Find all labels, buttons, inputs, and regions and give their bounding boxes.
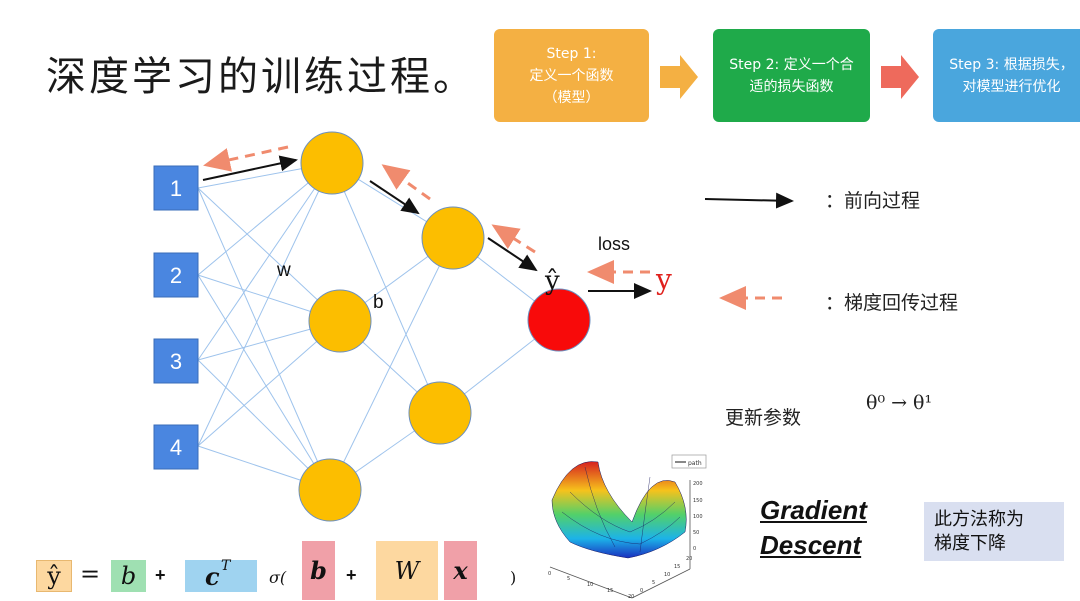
y-tick: 5 — [652, 580, 655, 586]
surface-plot: path 200 150 100 50 0 0 5 10 15 20 20 15… — [540, 452, 715, 601]
formula-W: W — [376, 541, 438, 600]
y-tick: 0 — [640, 588, 643, 594]
y-tick: 15 — [674, 564, 680, 570]
z-tick: 50 — [693, 530, 699, 536]
formula-b2: b — [302, 541, 335, 600]
input-layer — [154, 166, 198, 469]
formula-b1: b — [111, 560, 146, 592]
method-note: 此方法称为 梯度下降 — [924, 502, 1064, 561]
z-tick: 0 — [693, 546, 696, 552]
z-tick: 150 — [693, 498, 703, 504]
note-line-2: 梯度下降 — [934, 532, 1064, 556]
formula-equals: = — [80, 560, 100, 588]
forward-legend-text: ：前向过程 — [825, 186, 920, 213]
input-label: 2 — [170, 263, 182, 288]
note-line-1: 此方法称为 — [934, 508, 1064, 532]
hidden-layer-1 — [299, 132, 371, 521]
formula-plus-2: + — [346, 565, 357, 586]
z-tick: 100 — [693, 514, 703, 520]
hidden-node — [309, 290, 371, 352]
formula-x: x — [444, 541, 477, 600]
formula-cT: c — [205, 562, 220, 591]
target-symbol: y — [655, 263, 672, 296]
output-node — [528, 289, 590, 351]
formula-sigma: σ( — [269, 568, 286, 587]
surface-legend-label: path — [688, 460, 702, 467]
x-tick: 10 — [587, 582, 593, 588]
input-label: 3 — [170, 349, 182, 374]
backward-legend-text: ：梯度回传过程 — [825, 288, 958, 315]
input-label: 4 — [170, 435, 182, 460]
formula-yhat: ŷ — [36, 560, 72, 592]
x-tick: 15 — [607, 588, 613, 594]
hidden-node — [409, 382, 471, 444]
formula-close-paren: ) — [510, 568, 516, 587]
descent-label: Descent — [760, 530, 861, 561]
theta-update: θ⁰ → θ¹ — [866, 392, 932, 414]
forward-legend-arrow — [705, 199, 792, 201]
x-tick: 0 — [548, 571, 551, 577]
weight-label: w — [276, 260, 291, 281]
hidden-node — [422, 207, 484, 269]
hidden-node — [301, 132, 363, 194]
update-params-label: 更新参数 — [725, 403, 801, 430]
z-tick: 200 — [693, 481, 703, 487]
formula-cT-sup: T — [221, 558, 230, 574]
loss-label: loss — [598, 234, 630, 254]
x-tick: 5 — [567, 576, 570, 582]
y-tick: 10 — [664, 572, 670, 578]
gradient-label: Gradient — [760, 495, 867, 526]
output-symbol: ŷ — [544, 266, 560, 296]
hidden-node — [299, 459, 361, 521]
formula-cT-box: c T — [185, 560, 257, 592]
hidden-layer-2 — [409, 207, 484, 444]
y-tick: 20 — [686, 556, 692, 562]
bias-label: b — [373, 292, 384, 313]
network-connections — [198, 163, 559, 490]
formula-plus-1: + — [155, 565, 166, 586]
input-label: 1 — [170, 176, 182, 201]
x-tick: 20 — [628, 594, 634, 600]
